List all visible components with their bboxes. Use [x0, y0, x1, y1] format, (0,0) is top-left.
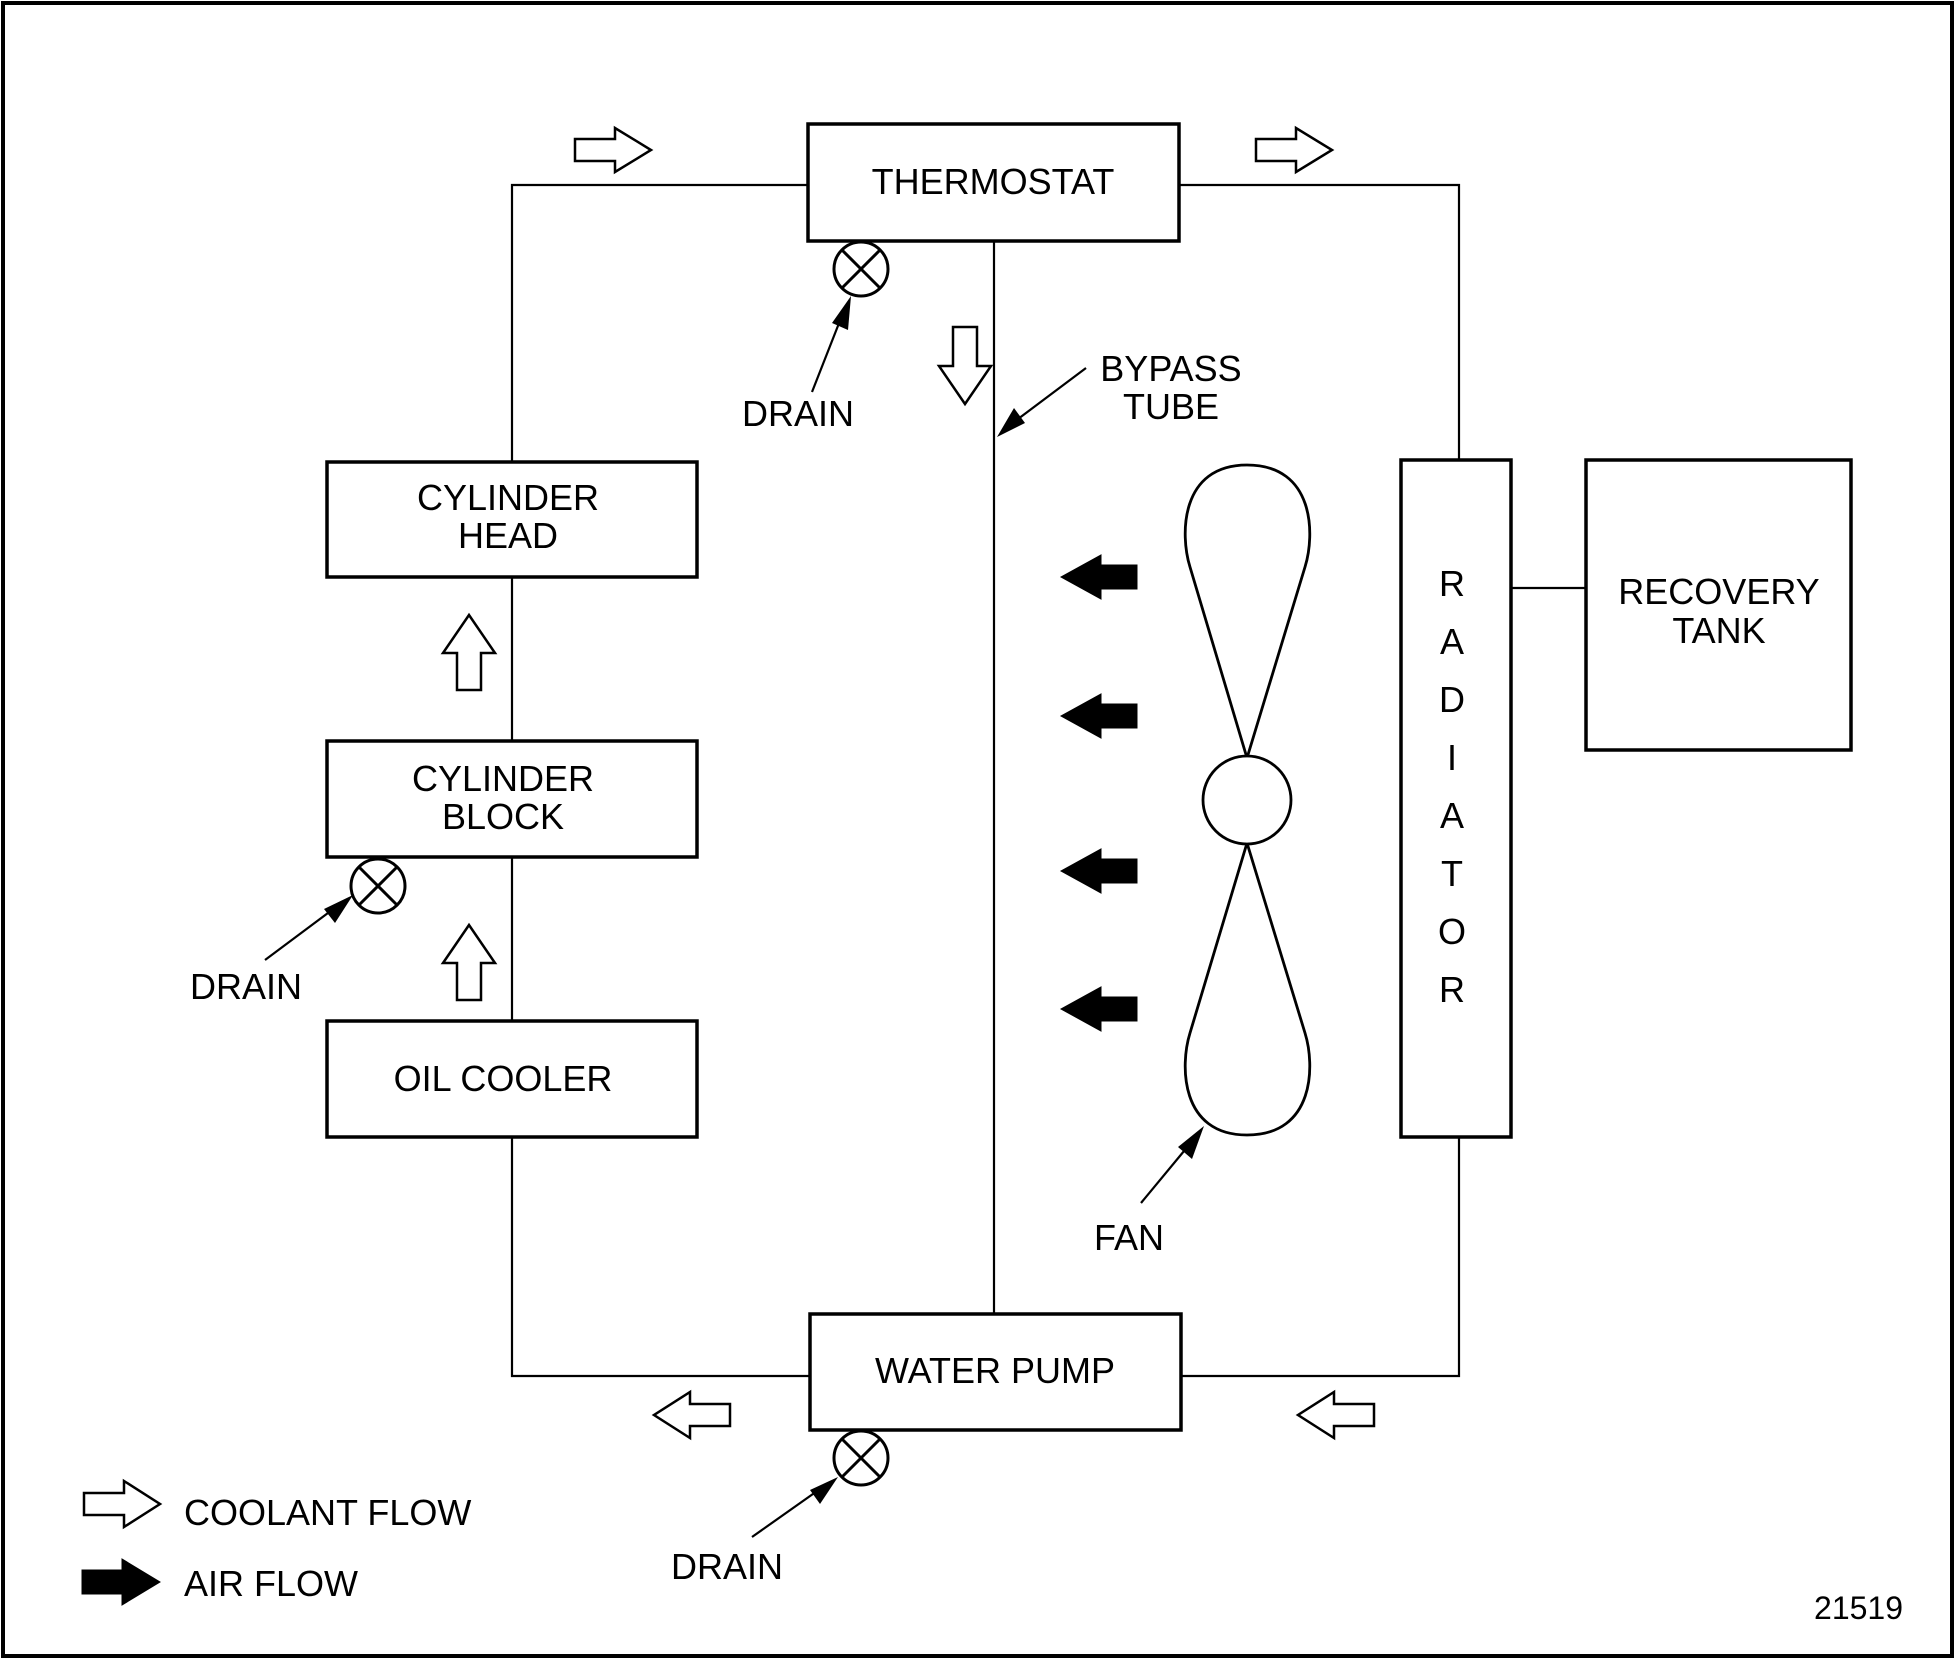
legend-air-arrow-icon: [81, 1558, 161, 1606]
pipe-cooler-to-pump: [510, 1137, 810, 1378]
cylinder-block-label-line1: CYLINDER: [412, 758, 594, 799]
leader-drain-thermostat: [810, 296, 851, 393]
figure-number: 21519: [1814, 1590, 1903, 1626]
air-arrow-left-icon: [1059, 554, 1138, 600]
pipe-head-to-thermostat: [510, 183, 808, 462]
legend-air-flow-label: AIR FLOW: [184, 1563, 358, 1604]
fan-label: FAN: [1094, 1217, 1164, 1258]
pipe-thermostat-to-radiator: [1179, 183, 1461, 460]
air-arrow-left-icon: [1059, 693, 1138, 739]
drain-label-pump: DRAIN: [671, 1546, 783, 1587]
coolant-pipes: [510, 183, 1586, 1378]
radiator-box: R A D I A T O R: [1399, 458, 1513, 1139]
fan-hub: [1201, 754, 1293, 846]
oil-cooler-box: OIL COOLER: [325, 1019, 699, 1139]
radiator-letter: T: [1441, 853, 1463, 894]
radiator-letter: R: [1439, 969, 1465, 1010]
leader-bypass-tube: [997, 367, 1087, 437]
recovery-tank-label-line2: TANK: [1672, 610, 1765, 651]
coolant-arrow-right-icon: [573, 125, 654, 175]
radiator-letter: A: [1440, 795, 1464, 836]
drain-label-thermostat: DRAIN: [742, 393, 854, 434]
pipe-radiator-to-pump: [1181, 1137, 1461, 1378]
cylinder-block-label-line2: BLOCK: [442, 796, 564, 837]
drain-valve-pump: [832, 1429, 890, 1487]
radiator-letter: A: [1440, 621, 1464, 662]
cylinder-block-box: CYLINDER BLOCK: [325, 739, 699, 859]
recovery-tank-box: RECOVERY TANK: [1584, 458, 1853, 752]
coolant-arrow-left-icon: [651, 1389, 732, 1441]
cylinder-head-box: CYLINDER HEAD: [325, 460, 699, 579]
leader-drain-pump: [751, 1477, 838, 1538]
radiator-letter: O: [1438, 911, 1466, 952]
water-pump-box: WATER PUMP: [808, 1312, 1183, 1432]
coolant-arrow-down-icon: [936, 325, 994, 407]
thermostat-box: THERMOSTAT: [806, 122, 1181, 243]
fan-icon: [1183, 463, 1312, 1137]
coolant-arrow-up-icon: [440, 612, 498, 692]
bypass-tube-label-line1: BYPASS: [1100, 348, 1241, 389]
recovery-tank-label-line1: RECOVERY: [1618, 571, 1819, 612]
coolant-flow-arrows: [440, 125, 1376, 1441]
cylinder-head-label-line1: CYLINDER: [417, 477, 599, 518]
drain-valve-block: [349, 857, 407, 915]
legend-coolant-arrow-icon: [82, 1478, 163, 1530]
drain-label-block: DRAIN: [190, 966, 302, 1007]
air-arrow-left-icon: [1059, 848, 1138, 894]
thermostat-label: THERMOSTAT: [872, 161, 1115, 202]
cylinder-head-label-line2: HEAD: [458, 515, 558, 556]
radiator-letter: D: [1439, 679, 1465, 720]
air-arrow-left-icon: [1059, 986, 1138, 1032]
leader-fan: [1140, 1126, 1204, 1204]
legend: COOLANT FLOW AIR FLOW: [81, 1478, 471, 1606]
bypass-tube-label-line2: TUBE: [1123, 386, 1219, 427]
oil-cooler-label: OIL COOLER: [394, 1058, 613, 1099]
coolant-arrow-right-icon: [1254, 125, 1335, 175]
leader-drain-block: [264, 895, 353, 961]
radiator-letter: R: [1439, 563, 1465, 604]
coolant-arrow-up-icon: [440, 922, 498, 1002]
coolant-arrow-left-icon: [1295, 1389, 1376, 1441]
drain-valve-thermostat: [832, 240, 890, 298]
water-pump-label: WATER PUMP: [875, 1350, 1115, 1391]
legend-coolant-flow-label: COOLANT FLOW: [184, 1492, 471, 1533]
air-flow-arrows: [1059, 554, 1138, 1032]
radiator-letter: I: [1447, 737, 1457, 778]
